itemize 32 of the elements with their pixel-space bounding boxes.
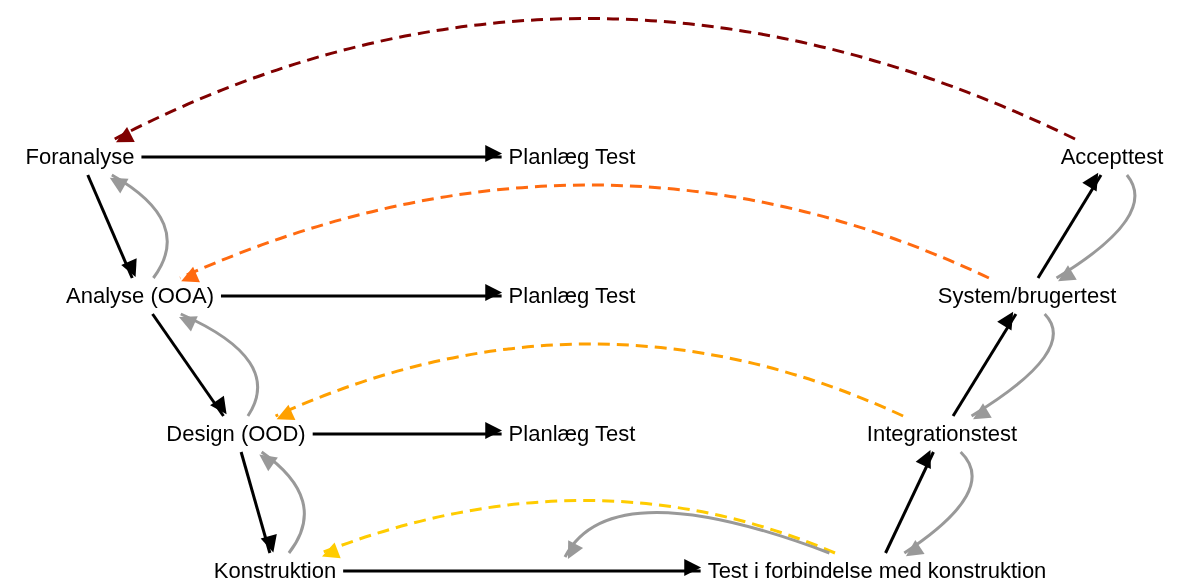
arrow	[1036, 172, 1103, 279]
node-label: Planlæg Test	[506, 283, 638, 309]
node-label: Konstruktion	[211, 558, 339, 584]
arrow	[151, 313, 227, 417]
dashed-arrow	[275, 342, 904, 421]
arrow	[86, 174, 137, 279]
arrow	[220, 284, 503, 301]
node-label: Test i forbindelse med konstruktion	[705, 558, 1049, 584]
arrow	[109, 173, 169, 279]
arrow	[884, 450, 935, 554]
node-label: System/brugertest	[935, 283, 1119, 309]
arrow	[1055, 174, 1137, 282]
node-label: Foranalyse	[23, 144, 137, 170]
arrow	[903, 451, 974, 557]
node-label: Analyse (OOA)	[64, 283, 216, 309]
arrow	[141, 145, 503, 162]
arrow	[259, 450, 306, 554]
arrow	[178, 312, 260, 417]
dashed-arrow	[320, 499, 836, 559]
arrow	[312, 422, 503, 439]
dashed-arrow	[179, 183, 990, 283]
arrow	[239, 451, 277, 554]
node-label: Planlæg Test	[506, 421, 638, 447]
arrow	[343, 559, 702, 576]
node-label: Design (OOD)	[164, 421, 308, 447]
arrow	[970, 313, 1055, 420]
arrow	[951, 311, 1018, 417]
dashed-arrow	[114, 17, 1076, 143]
node-label: Integrationstest	[864, 421, 1020, 447]
node-label: Planlæg Test	[506, 144, 638, 170]
arrow	[563, 511, 830, 560]
node-label: Accepttest	[1058, 144, 1166, 170]
